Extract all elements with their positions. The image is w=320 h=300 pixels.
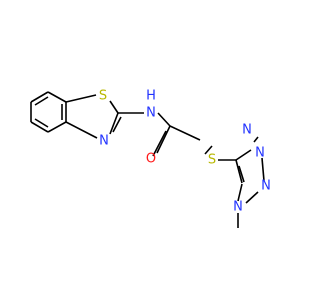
atom-n-amide: N bbox=[146, 106, 156, 121]
structure-svg: S N N H O S N N N N bbox=[30, 89, 271, 228]
bonds bbox=[30, 91, 265, 228]
atom-n-tetrazole-3: N bbox=[233, 200, 243, 215]
bond-21 bbox=[235, 149, 252, 161]
bond-6 bbox=[34, 96, 49, 106]
bond-22 bbox=[235, 159, 243, 184]
bond-19 bbox=[204, 145, 213, 155]
bond-11 bbox=[109, 100, 119, 114]
bond-0 bbox=[30, 91, 49, 103]
atom-h-amide: H bbox=[146, 89, 156, 104]
atom-labels: S N N H O S N N N N bbox=[99, 89, 271, 215]
atom-n-tetrazole-1: N bbox=[255, 146, 265, 161]
bond-16 bbox=[156, 125, 171, 154]
atom-n-tetrazole-4: N bbox=[242, 123, 252, 138]
bond-27 bbox=[237, 183, 243, 202]
bond-1 bbox=[47, 91, 67, 103]
molecule-diagram: S N N H O S N N N N bbox=[30, 89, 271, 228]
bond-10 bbox=[65, 121, 98, 139]
bond-18 bbox=[169, 125, 201, 141]
bond-12 bbox=[109, 112, 119, 135]
bond-26 bbox=[245, 191, 259, 204]
atom-s-thiazole: S bbox=[99, 89, 107, 104]
atom-n-thiazole: N bbox=[99, 134, 109, 149]
atom-n-tetrazole-2: N bbox=[261, 179, 271, 194]
atom-o-carbonyl: O bbox=[146, 152, 156, 167]
bond-9 bbox=[65, 94, 97, 103]
bond-8 bbox=[34, 118, 49, 128]
bond-4 bbox=[30, 121, 49, 133]
bond-13 bbox=[112, 116, 122, 133]
bond-25 bbox=[261, 157, 265, 182]
bond-15 bbox=[157, 112, 171, 127]
atom-s-thioether: S bbox=[208, 153, 216, 168]
bond-17 bbox=[152, 130, 167, 157]
bond-3 bbox=[47, 121, 67, 133]
bond-24 bbox=[253, 136, 259, 143]
bond-23 bbox=[238, 165, 245, 183]
